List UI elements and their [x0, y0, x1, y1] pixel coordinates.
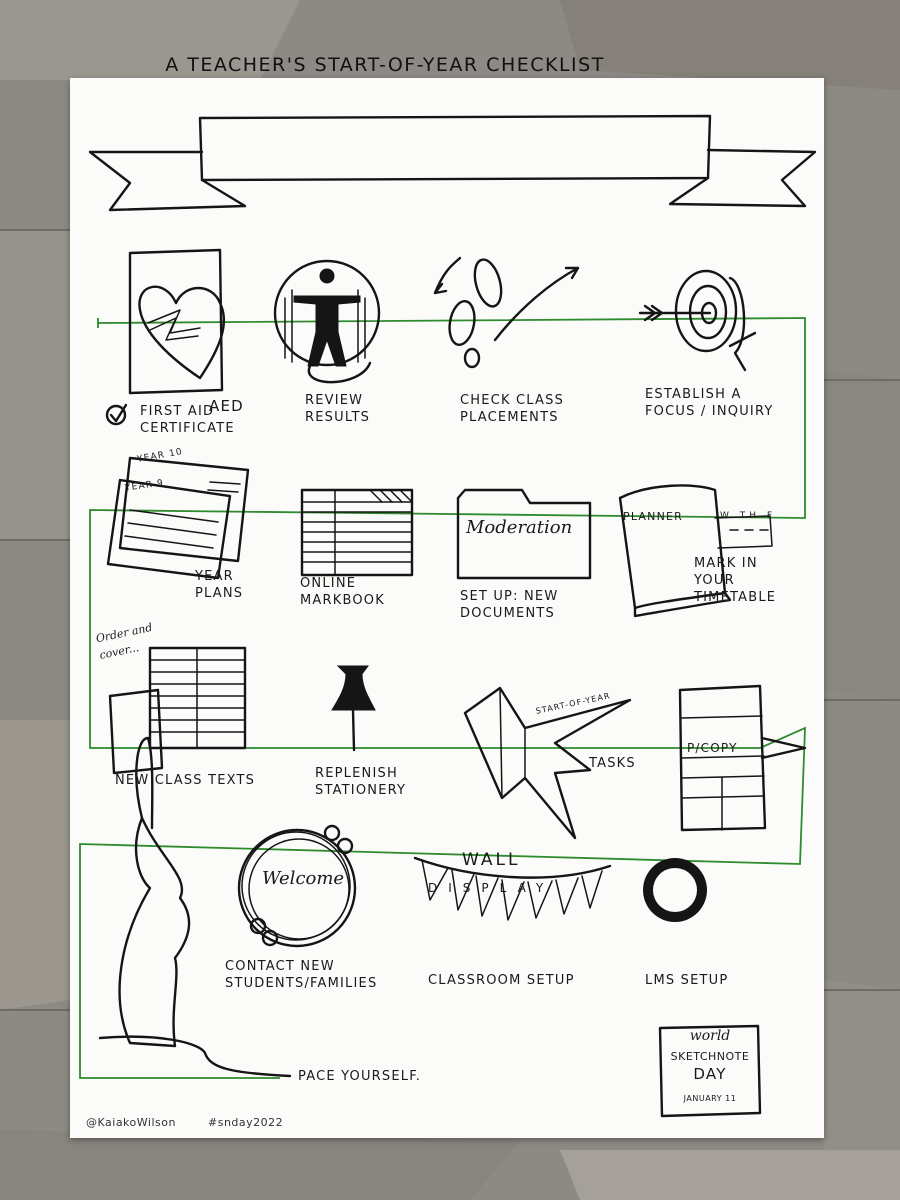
item-label-check-class-placements: CHECK CLASS PLACEMENTS — [460, 393, 565, 425]
hare-icon — [98, 736, 292, 1078]
person-in-q-icon — [273, 259, 381, 384]
page-title: A TEACHER'S START-OF-YEAR CHECKLIST — [165, 54, 605, 76]
display-text: DISPLAY — [428, 881, 555, 895]
item-label-pace-yourself: PACE YOURSELF. — [298, 1069, 422, 1084]
footer-handle: @KaiakoWilson — [86, 1116, 176, 1129]
item-label-tasks: TASKS — [589, 756, 636, 771]
paper-crane-icon — [463, 686, 632, 840]
badge-line-world: world — [689, 1028, 731, 1044]
moderation-text: Moderation — [466, 517, 573, 538]
footer-hashtag: #snday2022 — [208, 1116, 284, 1129]
aed-text: AED — [209, 397, 244, 415]
s-logo-icon — [643, 858, 707, 922]
item-label-year-plans: YEAR PLANS — [195, 569, 244, 601]
item-label-first-aid: FIRST AID CERTIFICATE — [140, 404, 235, 436]
item-label-classroom-setup: CLASSROOM SETUP — [428, 973, 575, 988]
drawn-text-aed-mark: AED — [209, 398, 244, 416]
welcome-text: Welcome — [262, 868, 345, 889]
item-label-online-markbook: ONLINE MARKBOOK — [300, 576, 385, 608]
welcome-wreath-icon — [237, 824, 357, 948]
sketch-drawings — [79, 114, 817, 1118]
item-label-mark-in-timetable: MARK IN YOUR TIMETABLE — [694, 556, 777, 605]
photocopier-icon — [678, 684, 807, 832]
year-plan-sheets-icon — [106, 456, 250, 580]
timetable-days-text: W Th F — [720, 511, 777, 521]
aed-heart-icon — [128, 248, 226, 395]
wall-text: WALL — [462, 850, 521, 870]
pcopy-text: P/COPY — [687, 741, 738, 755]
badge-line-date: JANUARY 11 — [683, 1094, 737, 1103]
item-label-establish-focus: ESTABLISH A FOCUS / INQUIRY — [645, 387, 774, 419]
item-label-replenish-stationery: REPLENISH STATIONERY — [315, 766, 407, 798]
book-stack-icon — [108, 646, 247, 775]
planner-text: PLANNER — [623, 510, 683, 523]
item-label-review-results: REVIEW RESULTS — [305, 393, 371, 425]
item-label-lms-setup: LMS SETUP — [645, 973, 729, 988]
badge-line-day: DAY — [693, 1065, 727, 1083]
item-label-contact-new-students: CONTACT NEW STUDENTS/FAMILIES — [225, 959, 378, 991]
lms-letter-text: S — [665, 864, 688, 905]
folder-icon — [456, 488, 592, 580]
markbook-grid-icon — [300, 488, 414, 577]
item-label-new-class-texts: NEW CLASS TEXTS — [115, 773, 256, 788]
planner-book-icon — [618, 484, 773, 618]
target-arrow-icon — [638, 269, 757, 372]
footprints-arrows-icon — [433, 256, 580, 369]
title-banner — [88, 114, 817, 212]
badge-line-sketchnote: SKeTCHNoTe — [670, 1050, 750, 1063]
sketchnote-paper — [70, 78, 824, 1138]
pushpin-icon — [331, 665, 376, 752]
world-sketchnote-day-badge — [658, 1024, 762, 1118]
checkmark-icon — [105, 403, 128, 426]
bunting-icon — [413, 856, 612, 921]
item-label-set-up-new-documents: SET UP: NEW DOCUMENTS — [460, 589, 559, 621]
journey-path — [79, 317, 806, 1079]
